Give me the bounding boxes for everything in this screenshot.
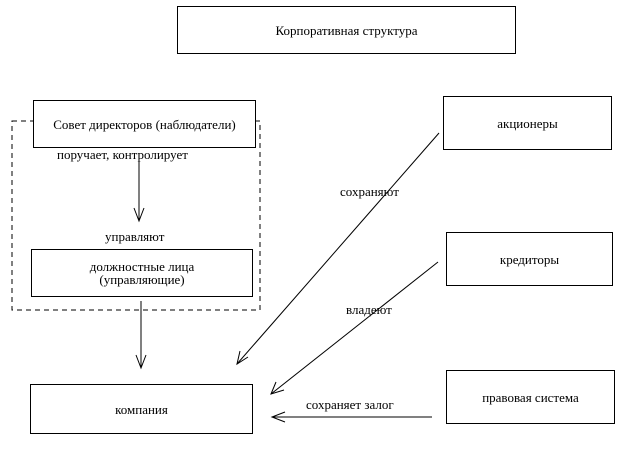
- officers-to-company-arrowhead: [135, 354, 147, 370]
- legal-to-company-arrowhead: [270, 411, 286, 423]
- board-label: Совет директоров (наблюдатели): [53, 116, 236, 132]
- edge-label-shareholders: сохраняют: [340, 184, 399, 199]
- officers-label-line1: должностные лица: [89, 259, 195, 274]
- title-box: Корпоративная структура: [177, 6, 516, 54]
- edge-label-board-to-officers: поручает, контролирует: [57, 147, 188, 162]
- shareholders-to-company-line: [236, 132, 440, 365]
- shareholders-to-company-arrowhead: [236, 350, 249, 366]
- board-box: Совет директоров (наблюдатели): [33, 100, 256, 148]
- edge-label-legal-system: сохраняет залог: [306, 397, 394, 412]
- shareholders-box: акционеры: [443, 96, 612, 150]
- creditors-label: кредиторы: [499, 251, 560, 267]
- creditors-box: кредиторы: [446, 232, 613, 286]
- creditors-to-company-arrowhead: [270, 381, 285, 395]
- management-group-boundary: [11, 120, 261, 311]
- legal-system-box: правовая система: [446, 370, 615, 424]
- edge-label-creditors: владеют: [346, 302, 392, 317]
- officers-box: должностные лица (управляющие): [31, 249, 253, 297]
- officers-label-line2: (управляющие): [99, 272, 185, 287]
- board-to-officers-arrowhead: [133, 207, 145, 223]
- company-box: компания: [30, 384, 253, 434]
- edge-label-officers-manage: управляют: [105, 229, 165, 244]
- shareholders-label: акционеры: [497, 115, 558, 131]
- legal-system-label: правовая система: [482, 389, 579, 405]
- company-label: компания: [115, 401, 168, 417]
- title-text: Корпоративная структура: [275, 22, 418, 38]
- creditors-to-company-line: [270, 261, 439, 395]
